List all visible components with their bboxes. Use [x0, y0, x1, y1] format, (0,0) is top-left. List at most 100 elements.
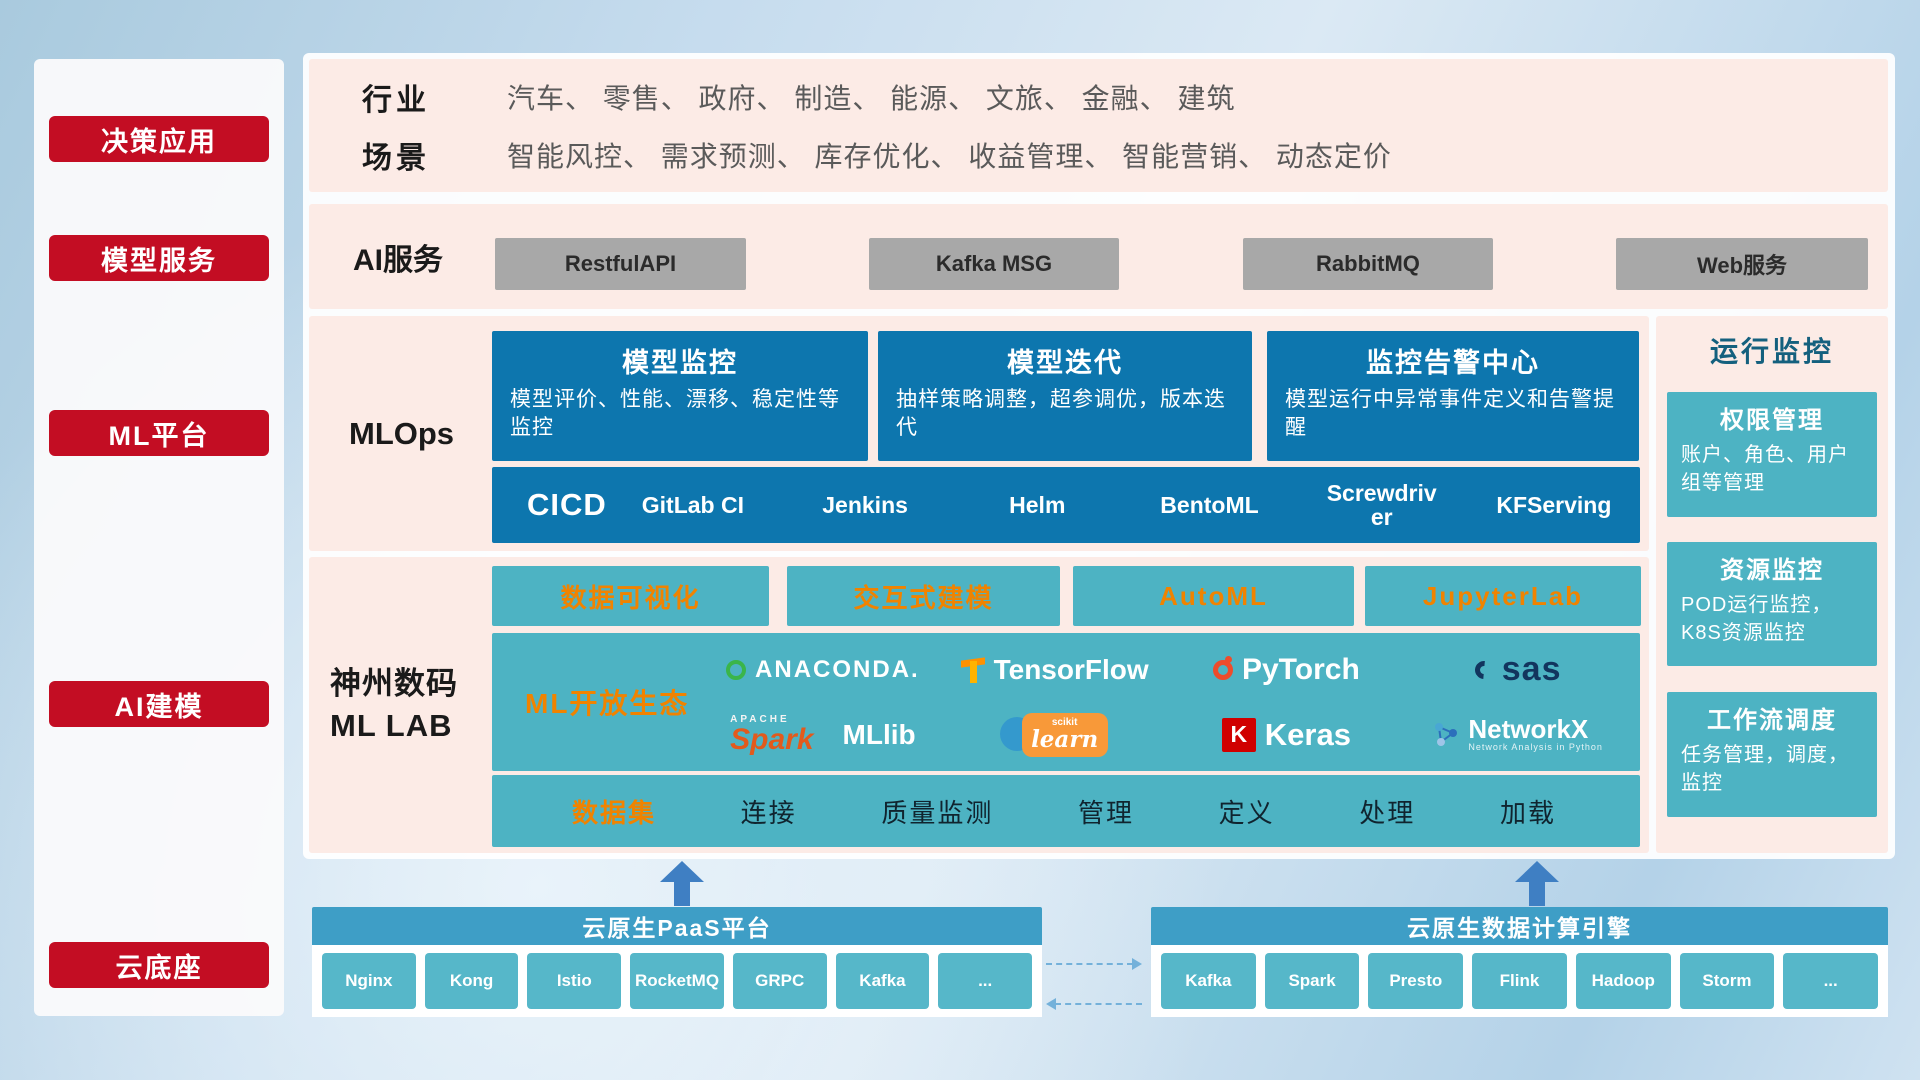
anaconda-label: ANACONDA. — [755, 655, 920, 683]
dataset-item-quality: 质量监测 — [881, 797, 994, 828]
dataflow-arrow-left — [1046, 998, 1142, 1010]
networkx-logo: NetworkX Network Analysis in Python — [1433, 714, 1603, 753]
tensorflow-icon — [961, 657, 985, 683]
sidebar-item-ml-platform: ML平台 — [49, 410, 269, 456]
dataset-bar: 数据集 连接 质量监测 管理 定义 处理 加载 — [492, 775, 1640, 847]
ml-lab-label-line1: 神州数码 — [330, 666, 458, 702]
resource-monitor-card: 资源监控 POD运行监控，K8S资源监控 — [1667, 542, 1877, 666]
engine-item-hadoop: Hadoop — [1575, 953, 1671, 1009]
cicd-bar: CICD GitLab CI Jenkins Helm BentoML Scre… — [492, 467, 1640, 543]
ml-lab-label-line2: ML LAB — [330, 708, 453, 743]
tensorflow-logo: TensorFlow — [961, 654, 1149, 686]
workflow-scheduler-card: 工作流调度 任务管理，调度，监控 — [1667, 692, 1877, 817]
engine-up-arrow — [1515, 861, 1559, 906]
cicd-item-jenkins: Jenkins — [822, 491, 908, 518]
dataset-item-define: 定义 — [1218, 797, 1275, 828]
tensorflow-label: TensorFlow — [993, 653, 1149, 685]
sidebar-item-ai-modeling: AI建模 — [49, 681, 269, 727]
dataset-label: 数据集 — [572, 797, 657, 828]
sas-label: sas — [1501, 650, 1562, 688]
dataset-item-process: 处理 — [1359, 797, 1416, 828]
scikit-label: scikit — [1051, 717, 1078, 728]
dataset-item-manage: 管理 — [1077, 797, 1134, 828]
model-iteration-desc: 抽样策略调整，超参调优，版本迭代 — [896, 388, 1226, 440]
sas-icon — [1471, 656, 1497, 683]
anaconda-logo: ANACONDA. — [726, 656, 920, 684]
data-engine-title: 云原生数据计算引擎 — [1151, 907, 1888, 945]
anaconda-icon — [726, 659, 747, 680]
cicd-item-bentoml: BentoML — [1160, 491, 1259, 518]
scikit-learn-logo: scikit learn — [999, 712, 1110, 757]
keras-logo: K Keras — [1221, 716, 1351, 753]
dataset-item-load: 加载 — [1499, 797, 1556, 828]
paas-title: 云原生PaaS平台 — [312, 907, 1042, 945]
sidebar-item-model-service: 模型服务 — [49, 235, 269, 281]
pytorch-icon — [1212, 655, 1233, 680]
jupyterlab-tile: JupyterLab — [1365, 566, 1641, 626]
ml-open-ecosystem-label: ML开放生态 — [525, 688, 690, 719]
interactive-modeling-tile: 交互式建模 — [787, 566, 1060, 626]
resource-monitor-desc: POD运行监控，K8S资源监控 — [1681, 594, 1833, 644]
paas-item-rocketmq: RocketMQ — [630, 953, 724, 1009]
engine-item-flink: Flink — [1472, 953, 1567, 1009]
paas-item-nginx: Nginx — [322, 953, 416, 1009]
runtime-monitor-title: 运行监控 — [1709, 336, 1834, 367]
ml-lab-label: 神州数码 ML LAB — [330, 663, 458, 747]
keras-label: Keras — [1264, 716, 1351, 752]
cicd-item-gitlab-ci: GitLab CI — [641, 491, 744, 518]
spark-logo: APACHE Spark — [730, 713, 827, 756]
networkx-text: NetworkX Network Analysis in Python — [1468, 714, 1603, 753]
mlops-panel: MLOps 模型监控 模型评价、性能、漂移、稳定性等监控 模型迭代 抽样策略调整… — [309, 316, 1649, 551]
permission-management-title: 权限管理 — [1720, 407, 1824, 434]
alert-center-card: 监控告警中心 模型运行中异常事件定义和告警提醒 — [1267, 331, 1639, 461]
industry-scene-panel: 行业 汽车、 零售、 政府、 制造、 能源、 文旅、 金融、 建筑 场景 智能风… — [309, 59, 1888, 192]
paas-item-kafka: Kafka — [835, 953, 930, 1009]
cicd-item-screwdriver: Screwdriver — [1326, 479, 1437, 530]
cicd-label: CICD — [527, 487, 607, 522]
permission-management-card: 权限管理 账户、角色、用户组等管理 — [1667, 392, 1877, 517]
cicd-item-kfserving: KFServing — [1496, 491, 1612, 518]
kafka-msg-button: Kafka MSG — [869, 238, 1119, 290]
cicd-items: GitLab CI Jenkins Helm BentoML Screwdriv… — [607, 481, 1640, 529]
engine-item-kafka: Kafka — [1161, 953, 1256, 1009]
industry-values: 汽车、 零售、 政府、 制造、 能源、 文旅、 金融、 建筑 — [507, 83, 1236, 114]
automl-tile: AutoML — [1073, 566, 1354, 626]
sidebar-item-decision-app: 决策应用 — [49, 116, 269, 162]
ecosystem-logo-grid: ANACONDA. TensorFlow PyTorch sas APACHE — [707, 637, 1634, 767]
dataflow-arrow-right — [1046, 958, 1142, 970]
rabbitmq-button: RabbitMQ — [1243, 238, 1493, 290]
data-engine-panel: 云原生数据计算引擎 Kafka Spark Presto Flink Hadoo… — [1151, 907, 1888, 1017]
pytorch-label: PyTorch — [1241, 652, 1360, 686]
engine-item-storm: Storm — [1679, 953, 1775, 1009]
scene-label: 场景 — [362, 142, 430, 175]
paas-items: Nginx Kong Istio RocketMQ GRPC Kafka ... — [312, 945, 1042, 1017]
ai-service-panel: AI服务 RestfulAPI Kafka MSG RabbitMQ Web服务 — [309, 204, 1888, 309]
pytorch-logo: PyTorch — [1212, 652, 1360, 687]
networkx-icon — [1435, 723, 1458, 747]
web-service-button: Web服务 — [1616, 238, 1868, 290]
model-iteration-card: 模型迭代 抽样策略调整，超参调优，版本迭代 — [878, 331, 1252, 461]
spark-label: Spark — [730, 722, 814, 756]
mlops-label: MLOps — [349, 415, 455, 451]
engine-item-spark: Spark — [1264, 953, 1360, 1009]
dataset-item-connect: 连接 — [740, 797, 797, 828]
resource-monitor-title: 资源监控 — [1720, 557, 1824, 584]
data-visualization-tile: 数据可视化 — [492, 566, 769, 626]
left-rail: 决策应用 模型服务 ML平台 AI建模 云底座 — [34, 59, 284, 1016]
keras-icon: K — [1221, 717, 1256, 752]
cicd-item-helm: Helm — [1009, 491, 1066, 518]
permission-management-desc: 账户、角色、用户组等管理 — [1681, 444, 1849, 494]
sidebar-item-cloud-base: 云底座 — [49, 942, 269, 988]
networkx-label: NetworkX — [1468, 714, 1589, 745]
apache-label: APACHE — [730, 713, 790, 725]
sas-logo: sas — [1471, 650, 1562, 689]
ml-lab-panel: 神州数码 ML LAB 数据可视化 交互式建模 AutoML JupyterLa… — [309, 557, 1649, 853]
model-monitor-title: 模型监控 — [622, 348, 738, 378]
model-monitor-card: 模型监控 模型评价、性能、漂移、稳定性等监控 — [492, 331, 868, 461]
data-engine-items: Kafka Spark Presto Flink Hadoop Storm ..… — [1151, 945, 1888, 1017]
industry-label: 行业 — [362, 84, 430, 117]
alert-center-desc: 模型运行中异常事件定义和告警提醒 — [1285, 388, 1615, 440]
ai-service-label: AI服务 — [353, 243, 443, 277]
alert-center-title: 监控告警中心 — [1366, 348, 1540, 378]
